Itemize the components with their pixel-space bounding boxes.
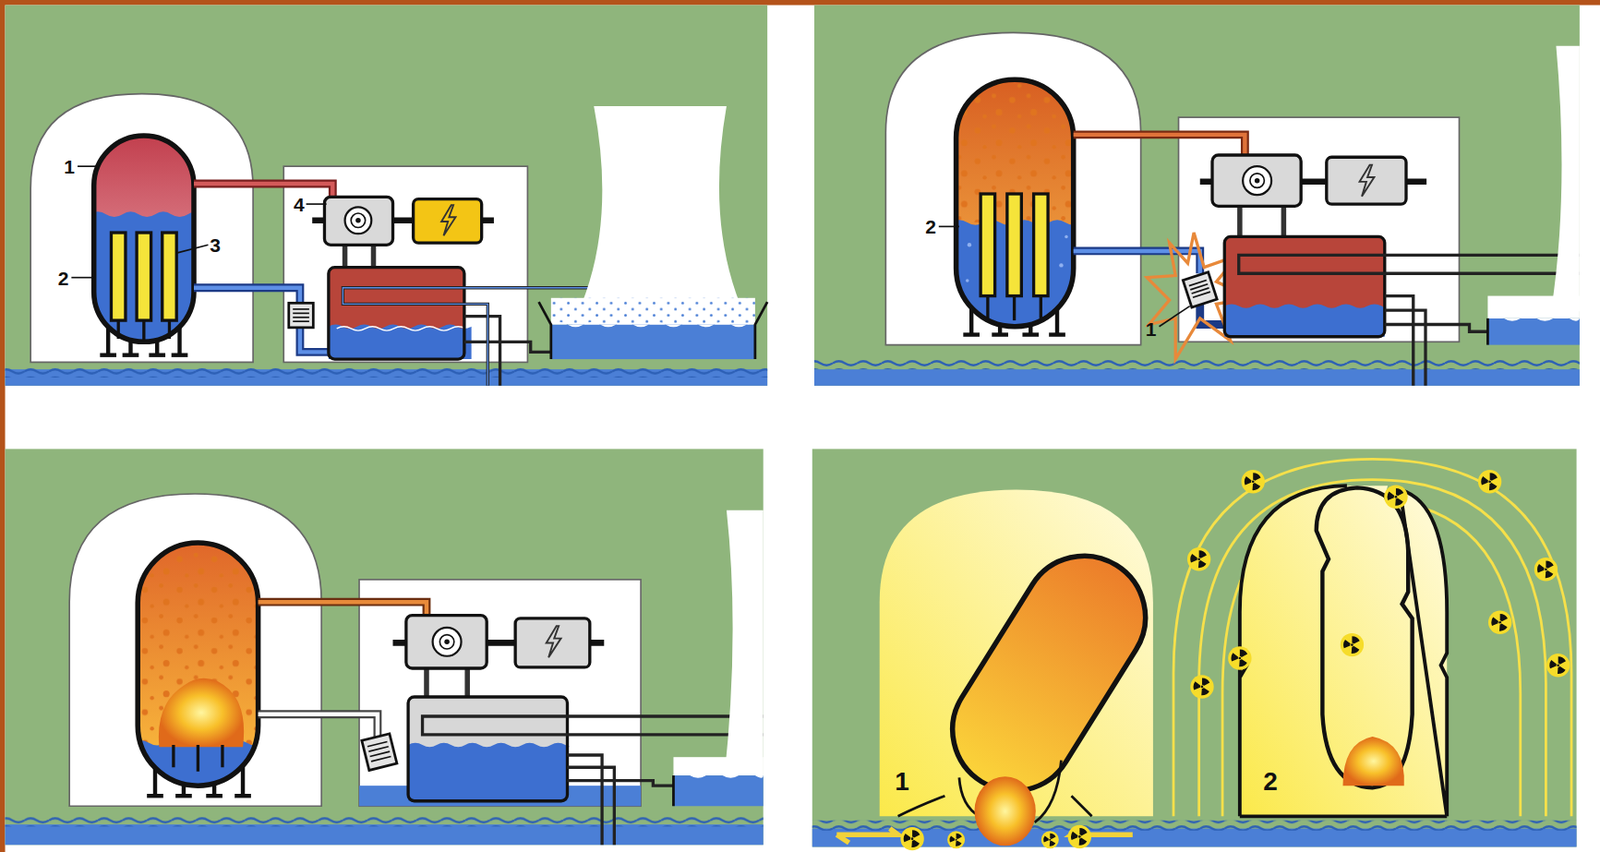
reactor-vessel <box>94 135 194 342</box>
pump <box>288 302 314 328</box>
turbine <box>1212 155 1301 206</box>
feedwater-pipe <box>258 714 378 737</box>
callout-number: 1 <box>63 156 75 177</box>
callout-number: 3 <box>209 235 221 255</box>
reactor-vessel-fill <box>94 135 194 342</box>
radiation-symbols <box>1187 469 1570 699</box>
condenser <box>1224 236 1386 337</box>
frame-edge <box>0 0 6 852</box>
condenser <box>408 697 570 802</box>
panel-normal <box>5 5 769 386</box>
leader-lines <box>71 166 326 277</box>
callout-number: 2 <box>58 267 70 288</box>
cooling-loop <box>422 716 764 845</box>
steam-pipe <box>193 183 333 201</box>
breached-vessel <box>1316 487 1413 788</box>
containment-outline <box>1239 485 1447 817</box>
turbine-exhaust <box>426 668 468 698</box>
condenser <box>328 267 472 360</box>
generator <box>1326 156 1407 205</box>
fuel-rods <box>980 193 1048 321</box>
feedwater-pipe <box>193 288 329 353</box>
pump <box>361 733 397 771</box>
panel-meltdown <box>812 448 1577 851</box>
callout-number: 1 <box>894 769 910 795</box>
reactor-vessel <box>929 532 1169 815</box>
radiation-rings <box>1173 458 1572 817</box>
leader-lines <box>938 226 1191 326</box>
turbine-exhaust <box>1239 204 1285 237</box>
panel-core-overheating <box>5 448 764 845</box>
molten-core <box>1342 736 1404 786</box>
pump <box>1182 272 1217 308</box>
containment-dome <box>30 94 253 363</box>
reactor-vessel-fill <box>956 79 1074 327</box>
cooling-tower <box>1551 46 1580 312</box>
generator <box>413 199 482 244</box>
reactor-vessel <box>137 542 258 786</box>
steam-pipe <box>258 601 427 619</box>
turbine-building <box>359 579 641 807</box>
containment-dome-breached <box>1239 485 1447 817</box>
containment-dome <box>69 493 322 807</box>
cooling-tower <box>724 510 764 776</box>
callout-number: 4 <box>293 194 305 215</box>
turbine-building <box>1178 117 1460 342</box>
cooling-tower <box>571 106 750 327</box>
panel-pump-failure <box>814 5 1580 386</box>
cooling-loop <box>1239 254 1580 385</box>
turbine-exhaust <box>345 244 374 270</box>
fuel-rods <box>110 232 177 341</box>
cooling-basin <box>539 298 769 360</box>
turbine <box>324 196 393 245</box>
frame-edge <box>0 0 1600 6</box>
reactor-vessel-fill <box>137 542 258 786</box>
generator <box>515 618 590 668</box>
ground-contamination <box>836 825 1133 852</box>
reactor-vessel <box>956 79 1074 327</box>
cooling-basin <box>1487 296 1579 346</box>
callout-number: 1 <box>1145 318 1157 338</box>
callout-number: 2 <box>1263 769 1278 795</box>
turbine-building <box>283 166 528 362</box>
containment-dome <box>885 32 1141 345</box>
callout-number: 2 <box>925 216 937 237</box>
cooling-basin <box>673 757 763 807</box>
molten-core <box>974 776 1035 846</box>
turbine <box>406 615 487 669</box>
